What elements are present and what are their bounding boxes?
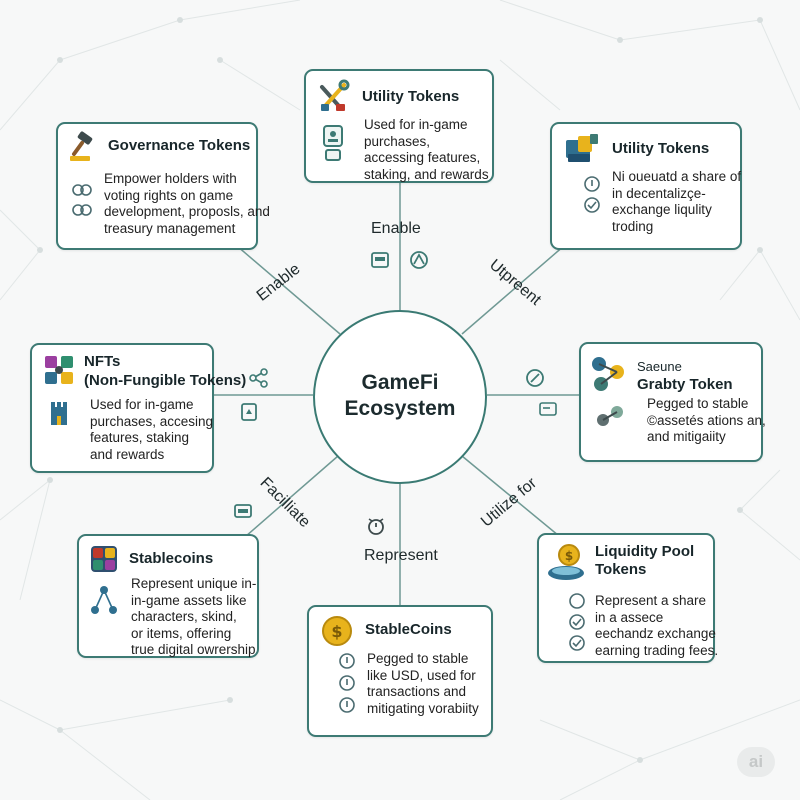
card-description: Used for in-game purchases, accesing fea…	[90, 397, 214, 462]
card-nfts: NFTs (Non-Fungible Tokens) Used for in-g…	[30, 343, 246, 473]
network-icon	[91, 586, 117, 614]
device-icon	[234, 504, 252, 518]
token-badge-icon	[323, 125, 343, 161]
card-reader-icon	[371, 252, 389, 268]
card-title-line1: Saeune	[637, 359, 682, 374]
card-description: Ni oueuatd a share of in decentalizçe- e…	[612, 169, 742, 234]
card-title-line2: (Non-Fungible Tokens)	[84, 372, 247, 389]
gavel-icon	[70, 131, 93, 161]
coin-icon: $	[322, 616, 352, 646]
edge-label-bottom: Represent	[364, 547, 438, 564]
card-title-line2: Grabty Token	[637, 376, 733, 393]
card-utility-tokens-top: Utility Tokens Used for in-game purchase…	[304, 69, 494, 183]
target-icon	[410, 251, 428, 269]
game-cube-icon	[91, 546, 117, 572]
hub-title-line2: Ecosystem	[344, 397, 456, 420]
card-liquidity-pool-tokens: $ Liquidity Pool Tokens Represent a shar…	[537, 533, 719, 663]
card-title-line2: Tokens	[595, 561, 647, 578]
timer-icon	[368, 518, 384, 535]
card-title: Governance Tokens	[108, 137, 251, 154]
wallet-cards-icon	[566, 134, 598, 162]
wrench-screwdriver-icon	[320, 79, 350, 111]
nft-puzzle-icon	[45, 356, 73, 384]
card-title: Stablecoins	[129, 550, 214, 567]
card-governance-tokens: Governance Tokens Empower holders with v…	[56, 122, 270, 250]
compass-icon	[526, 369, 544, 387]
share-icon	[249, 368, 268, 388]
castle-icon	[51, 402, 67, 425]
check-list-icons	[569, 593, 585, 651]
alert-icons	[339, 653, 355, 713]
chain-nodes-icon	[592, 357, 624, 391]
card-title-line1: Liquidity Pool	[595, 543, 695, 560]
info-check-icon	[584, 176, 600, 213]
card-title-line1: NFTs	[84, 353, 121, 370]
link-nodes-icon	[597, 406, 623, 426]
hub-title-line1: GameFi	[361, 371, 439, 394]
card-title: Utility Tokens	[612, 140, 710, 157]
card-stablecoins-left: Stablecoins Represent unique in- in-game…	[77, 534, 259, 658]
card-description: Represent unique in- in-game assets like…	[131, 576, 257, 657]
card-description: Pegged to stable like USD, used for tran…	[367, 651, 479, 716]
vote-link-icon	[72, 184, 92, 216]
card-description: Used for in-game purchases, accessing fe…	[364, 117, 489, 182]
card-stable-token-right: Saeune Grabty Token Pegged to stable ©as…	[579, 342, 766, 462]
svg-text:$: $	[331, 622, 342, 641]
gamefi-ecosystem-hub: GameFi Ecosystem	[313, 310, 487, 484]
card-title: StableCoins	[365, 621, 452, 638]
svg-text:$: $	[565, 549, 573, 563]
card-description: Pegged to stable ©assetés ations an, and…	[647, 396, 766, 444]
card-description: Represent a share in a assece eechandz e…	[595, 593, 719, 658]
edge-label-top: Enable	[371, 220, 421, 237]
card-stablecoins-bottom: $ StableCoins Pegged to stable like USD,…	[307, 605, 493, 737]
liquidity-pool-icon: $	[548, 544, 584, 580]
card-utility-tokens-right: Utility Tokens Ni oueuatd a share of in …	[550, 122, 742, 250]
watermark-badge: ai	[737, 747, 775, 777]
shield-badge-icon	[241, 403, 257, 421]
card-description: Empower holders with voting rights on ga…	[104, 171, 270, 236]
ticket-icon	[539, 402, 557, 416]
card-title: Utility Tokens	[362, 88, 460, 105]
